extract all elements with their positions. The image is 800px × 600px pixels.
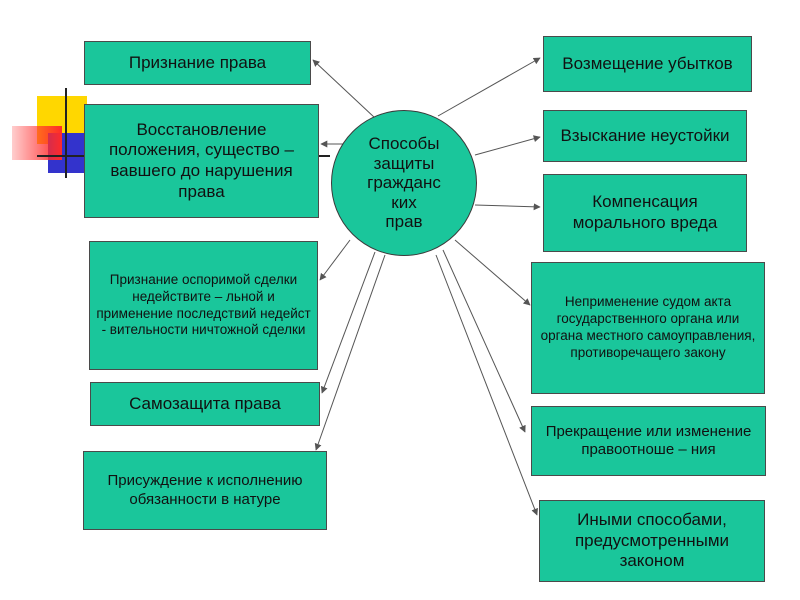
center-node: Способы защиты гражданс ких прав	[331, 110, 477, 256]
arrow-to-other	[435, 254, 538, 516]
method-specific-performance: Присуждение к исполнению обязанности в н…	[83, 451, 327, 530]
method-invalidity: Признание оспоримой сделки недействите –…	[89, 241, 318, 370]
decorative-vertical-line	[65, 88, 67, 178]
method-restoration: Восстановление положения, существо – вав…	[84, 104, 319, 218]
method-moral-damage: Компенсация морального вреда	[543, 174, 747, 252]
method-recognition: Признание права	[84, 41, 311, 85]
method-termination: Прекращение или изменение правоотноше – …	[531, 406, 766, 476]
method-self-defense: Самозащита права	[90, 382, 320, 426]
method-penalty: Взыскание неустойки	[543, 110, 747, 162]
method-other: Иными способами, предусмотренными законо…	[539, 500, 765, 582]
arrow-to-penalty	[474, 135, 541, 156]
arrow-to-recognition	[312, 59, 376, 119]
method-non-application: Неприменение судом акта государственного…	[531, 262, 765, 394]
arrow-to-moral-damage	[474, 203, 541, 211]
arrow-to-specific-performance	[314, 254, 386, 451]
method-damages: Возмещение убытков	[543, 36, 752, 92]
arrow-to-termination	[442, 249, 526, 433]
arrow-to-non-application	[454, 239, 531, 306]
decorative-red-square	[12, 126, 62, 160]
arrow-to-damages	[437, 57, 541, 117]
arrow-to-self-defense	[320, 251, 376, 394]
arrow-to-invalidity	[319, 239, 351, 281]
